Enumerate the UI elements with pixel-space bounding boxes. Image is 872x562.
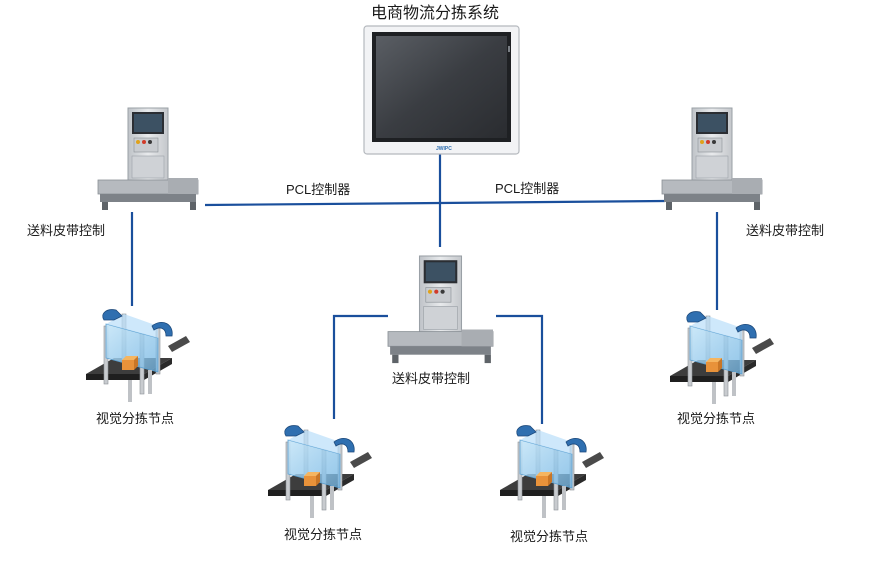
belt-controller-right bbox=[661, 107, 763, 211]
diagram-title: 电商物流分拣系统 bbox=[371, 3, 500, 22]
link-hub-to-right-belt bbox=[439, 199, 666, 205]
pcl-controller-label-left: PCL控制器 bbox=[286, 182, 351, 197]
sorting-node-bottom-right bbox=[499, 425, 605, 519]
sorting-node-label-bottom-left: 视觉分拣节点 bbox=[284, 528, 363, 543]
link-center-belt-to-bottom-left-node bbox=[332, 314, 388, 419]
link-hub-to-left-belt bbox=[204, 201, 441, 207]
sorting-node-label-left: 视觉分拣节点 bbox=[96, 412, 175, 427]
pcl-controller-label-right: PCL控制器 bbox=[495, 181, 560, 196]
belt-controller-left bbox=[97, 107, 199, 211]
sorting-node-left bbox=[85, 309, 191, 403]
sorting-node-bottom-left bbox=[267, 425, 373, 519]
central-monitor: JWIPC bbox=[363, 25, 520, 155]
belt-control-label-left: 送料皮带控制 bbox=[27, 224, 106, 239]
belt-controller-center bbox=[387, 255, 494, 364]
link-center-belt-to-bottom-right-node bbox=[496, 314, 544, 424]
monitor-brand-logo: JWIPC bbox=[436, 146, 452, 152]
belt-control-label-right: 送料皮带控制 bbox=[746, 224, 825, 239]
sorting-node-label-right: 视觉分拣节点 bbox=[677, 412, 756, 427]
sorting-node-label-bottom-right: 视觉分拣节点 bbox=[510, 530, 589, 545]
belt-control-label-center: 送料皮带控制 bbox=[392, 372, 471, 387]
sorting-node-right bbox=[669, 311, 775, 405]
